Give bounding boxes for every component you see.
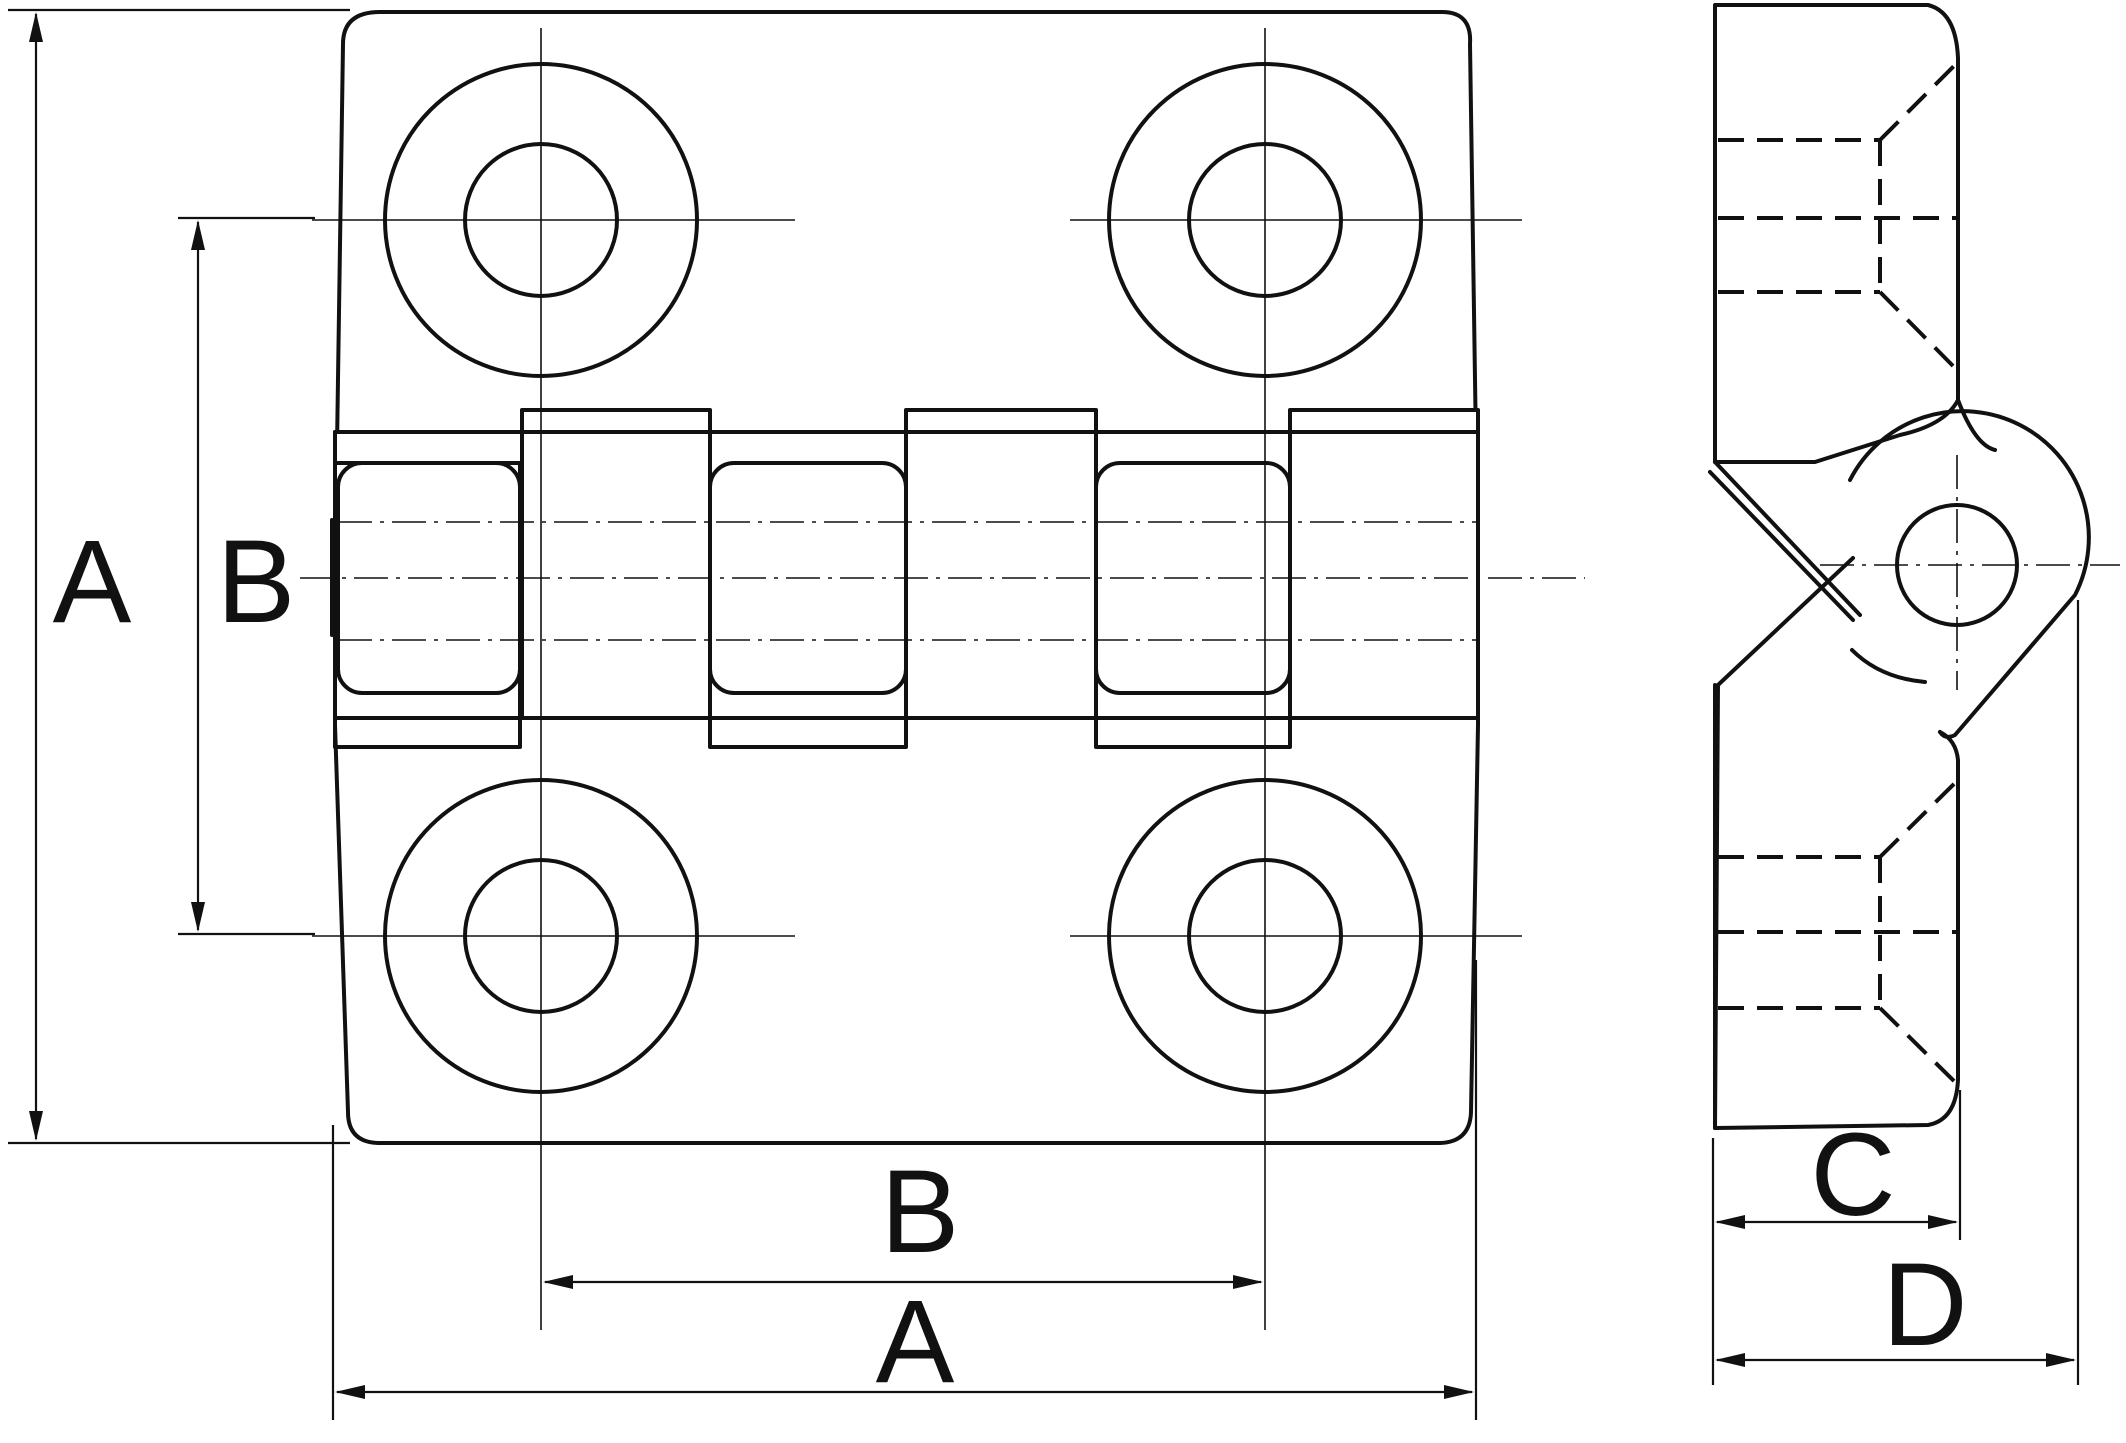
dim-label-overall-height: A [53, 516, 132, 648]
dim-label-side-depth: D [1882, 1239, 1967, 1371]
dim-label-hole-spacing-horizontal: B [881, 1146, 960, 1278]
hole-center-lines [312, 28, 1522, 1330]
hinge-side-view: C D [1708, 3, 2120, 1385]
hidden-countersink-upper [1718, 63, 1958, 370]
knuckle-front-4 [904, 408, 1098, 720]
side-lower-leaf [1713, 556, 1960, 1130]
dimension-side-thickness: C [1711, 1090, 1962, 1385]
dimension-overall-width: A [331, 960, 1478, 1420]
dim-label-overall-width: A [876, 1276, 955, 1408]
knuckle-front-6 [1288, 408, 1480, 720]
dimension-side-depth: D [1715, 600, 2080, 1385]
hinge-front-view: A B B A [8, 8, 1585, 1420]
dimension-overall-height: A [8, 8, 350, 1145]
side-upper-leaf [1713, 3, 1960, 464]
dim-label-side-thickness: C [1810, 1109, 1895, 1241]
hidden-countersink-lower [1718, 781, 1958, 1084]
dimension-hole-spacing-horizontal: B [543, 1146, 1263, 1289]
side-knuckle-outer [1848, 409, 2091, 739]
dim-label-hole-spacing-vertical: B [217, 516, 296, 648]
hinge-knuckle-band [300, 408, 1585, 749]
side-knuckle [1713, 398, 1997, 617]
hinge-plate-outline [333, 10, 1480, 1145]
dimension-hole-spacing-vertical: B [178, 216, 315, 936]
knuckle-front-2 [520, 408, 712, 720]
